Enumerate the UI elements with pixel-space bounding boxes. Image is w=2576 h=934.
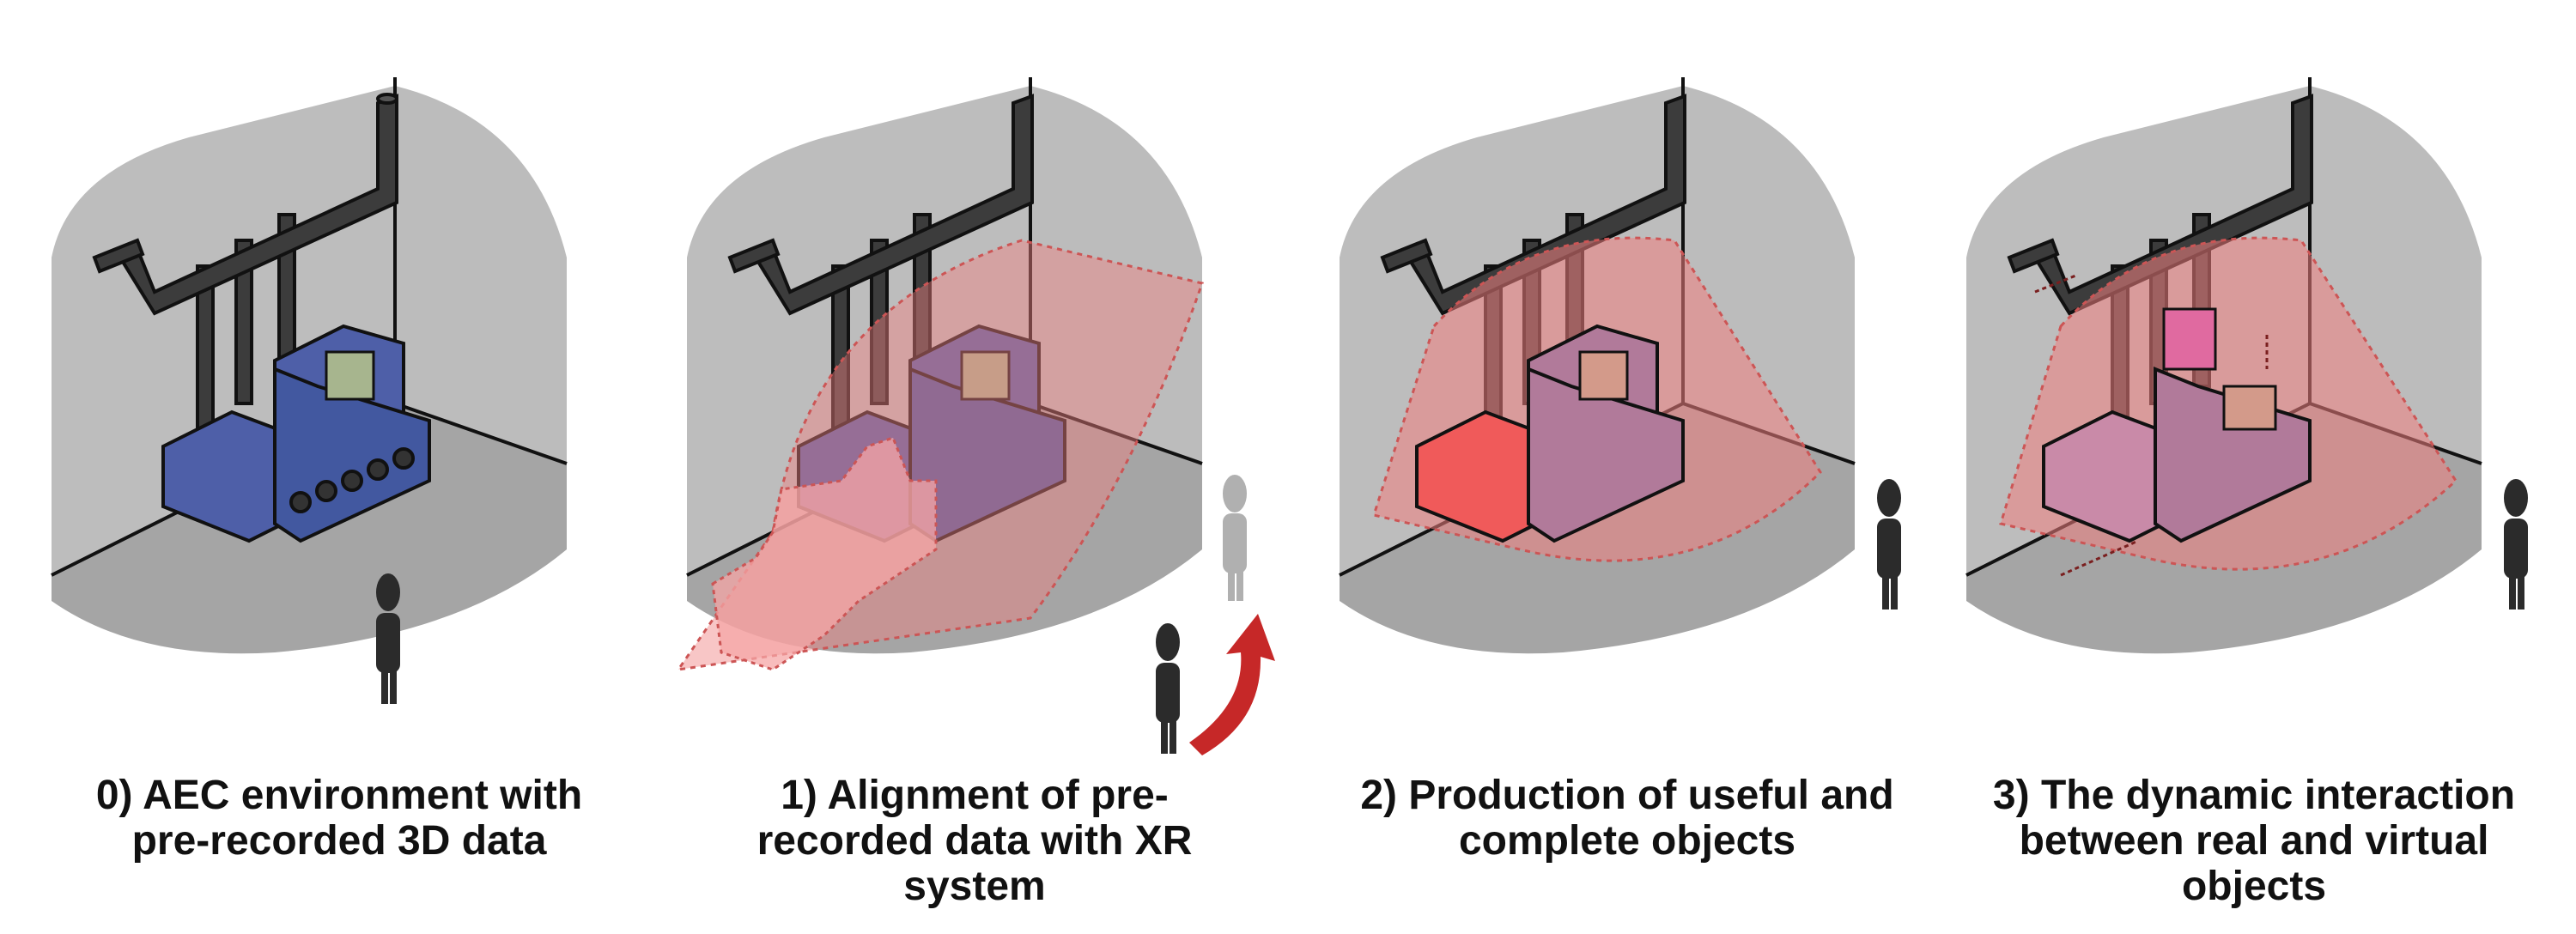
panel-2: 2) Production of useful and complete obj… (1305, 0, 1949, 934)
completed-objects (1415, 324, 1685, 543)
machine (161, 324, 431, 543)
person-icon (2504, 479, 2528, 610)
person-icon (1156, 623, 1180, 754)
panel-1-caption: 1) Alignment of pre- recorded data with … (756, 773, 1193, 909)
panel-2-illustration (1339, 77, 1901, 654)
person-icon (376, 573, 400, 704)
misaligned-overlay (711, 436, 938, 671)
interactive-objects (2042, 307, 2312, 543)
ghost-person-icon (1223, 475, 1247, 601)
panel-3-caption: 3) The dynamic interaction between real … (1992, 773, 2516, 909)
pipe-network (727, 94, 1034, 431)
panel-1-illustration (675, 77, 1275, 755)
panel-1: 1) Alignment of pre- recorded data with … (653, 0, 1297, 934)
panel-0-illustration (51, 77, 568, 704)
panel-3: 3) The dynamic interaction between real … (1932, 0, 2576, 934)
control-panel-icon (325, 350, 375, 401)
person-icon (1877, 479, 1901, 610)
room (51, 77, 568, 654)
panel-0-caption: 0) AEC environment with pre-recorded 3D … (95, 773, 583, 864)
move-arrow-icon (2034, 273, 2269, 577)
back-wall (395, 86, 567, 464)
panel-2-caption: 2) Production of useful and complete obj… (1360, 773, 1894, 864)
panel-3-illustration (1965, 77, 2528, 654)
panel-0: 0) AEC environment with pre-recorded 3D … (17, 0, 661, 934)
rotate-arrow-icon (1189, 614, 1275, 755)
left-wall (52, 86, 395, 575)
